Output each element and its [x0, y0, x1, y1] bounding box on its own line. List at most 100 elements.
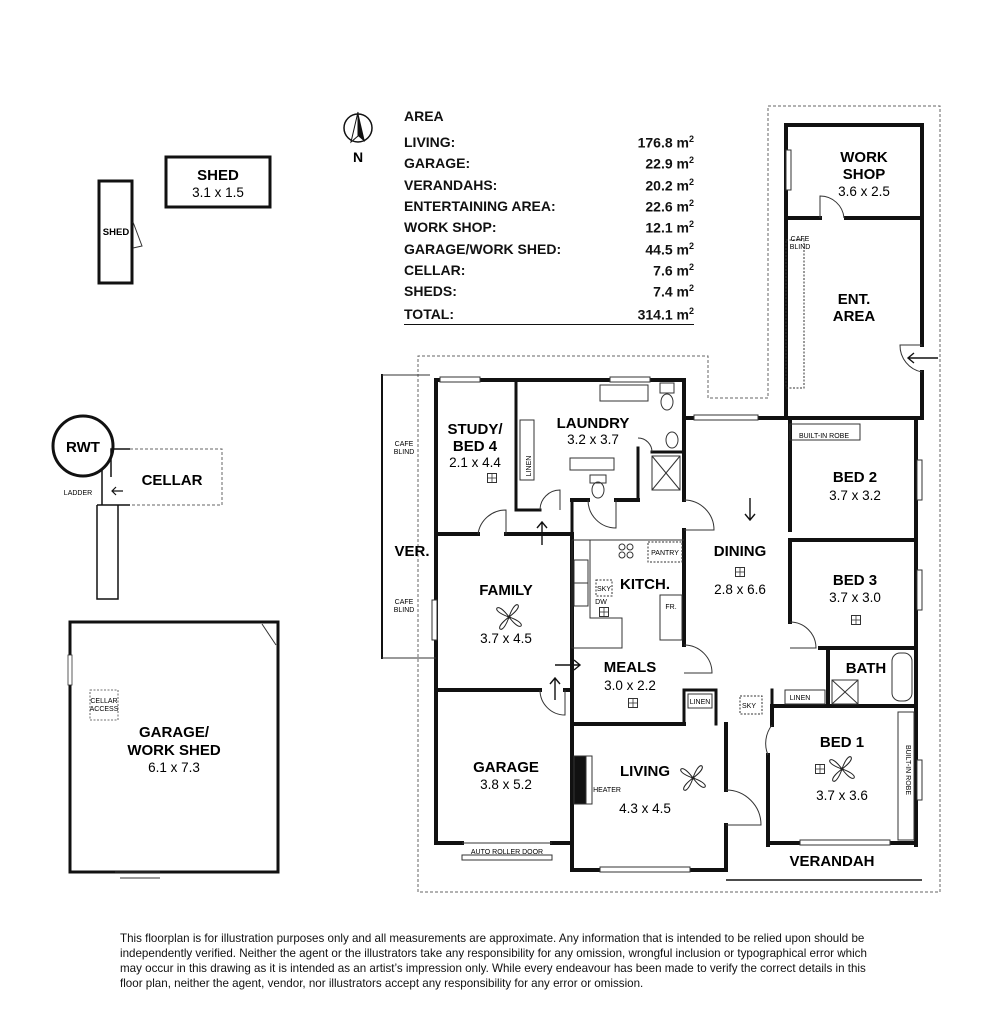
- laundry-linen-label: LINEN: [526, 456, 533, 477]
- family-dims: 3.7 x 4.5: [480, 631, 532, 646]
- entry-arrows: [536, 352, 938, 700]
- kitchen-label: KITCH.: [620, 576, 670, 593]
- study-dims: 2.1 x 4.4: [449, 455, 501, 470]
- north-label: N: [353, 149, 363, 165]
- light-icon: [628, 698, 638, 708]
- area-row-5-label: GARAGE/WORK SHED:: [404, 240, 562, 257]
- shed-2: SHED: [97, 179, 143, 285]
- bed1-label: BED 1: [820, 734, 864, 751]
- property-boundary: [130, 105, 941, 893]
- light-icon: [735, 567, 745, 577]
- fridge-label: FR.: [665, 604, 676, 611]
- shed-2-label: SHED: [103, 227, 130, 238]
- area-row-3-value: 22.6 m2: [645, 197, 694, 215]
- study-label-2: BED 4: [453, 438, 498, 455]
- cellar-label: CELLAR: [142, 472, 203, 489]
- rwt-label: RWT: [66, 439, 100, 456]
- bed2-label: BED 2: [833, 469, 877, 486]
- pantry-label: PANTRY: [651, 550, 679, 557]
- area-total-label: TOTAL:: [404, 306, 455, 322]
- bed1-robe-label: BUILT-IN ROBE: [904, 745, 911, 795]
- dishwasher-label: DW: [595, 599, 607, 606]
- room-labels: WORK SHOP 3.6 x 2.5 CAFE BLIND ENT. AREA…: [394, 149, 911, 870]
- area-row-4-label: WORK SHOP:: [404, 219, 497, 236]
- garage-work-shed-label-2: WORK SHED: [127, 742, 221, 759]
- ent-cafe-blind-2: BLIND: [790, 244, 811, 251]
- area-row-7-value: 7.4 m2: [653, 283, 694, 300]
- work-shop-dims: 3.6 x 2.5: [838, 184, 890, 199]
- ver-cafe-blind-3: CAFE: [395, 599, 414, 606]
- cellar: CELLAR LADDER: [64, 448, 203, 600]
- ladder-label: LADDER: [64, 490, 92, 497]
- light-icon: [599, 607, 609, 617]
- ver-cafe-blind-2: BLIND: [394, 449, 415, 456]
- area-row-5-value: 44.5 m2: [645, 240, 694, 258]
- laundry-dims: 3.2 x 3.7: [567, 432, 619, 447]
- area-row-2-label: VERANDAHS:: [404, 176, 498, 193]
- windows-and-fixtures: [382, 149, 923, 881]
- bed2-robe-label: BUILT-IN ROBE: [799, 433, 849, 440]
- ent-cafe-blind-1: CAFE: [791, 236, 810, 243]
- area-heading: AREA: [404, 108, 444, 124]
- meals-dims: 3.0 x 2.2: [604, 678, 656, 693]
- bed3-label: BED 3: [833, 572, 877, 589]
- shed-1: SHED 3.1 x 1.5: [164, 155, 272, 209]
- shed-1-label: SHED: [197, 167, 239, 184]
- area-row-4-value: 12.1 m2: [645, 219, 694, 236]
- ceiling-fan-icon: [680, 765, 706, 791]
- verandah-label: VERANDAH: [789, 853, 874, 870]
- light-icon: [851, 615, 861, 625]
- area-row-1-label: GARAGE:: [404, 155, 471, 172]
- ent-area-label-1: ENT.: [838, 291, 871, 308]
- work-shop-label-1: WORK: [840, 149, 888, 166]
- hall-linen-label: LINEN: [690, 699, 711, 706]
- garage-label: GARAGE: [473, 759, 539, 776]
- study-label-1: STUDY/: [447, 421, 503, 438]
- area-total-value: 314.1 m2: [637, 306, 694, 323]
- meals-label: MEALS: [604, 659, 657, 676]
- rainwater-tank: RWT: [51, 414, 115, 478]
- garage-work-shed: CELLAR ACCESS GARAGE/ WORK SHED 6.1 x 7.…: [67, 620, 280, 879]
- hall-sky-label: SKY: [742, 703, 756, 710]
- ceiling-fan-icon: [829, 756, 855, 782]
- light-icon: [487, 473, 497, 483]
- garage-work-shed-label-1: GARAGE/: [139, 724, 210, 741]
- area-row-2-value: 20.2 m2: [645, 176, 694, 194]
- laundry-label: LAUNDRY: [557, 415, 630, 432]
- heater-label: HEATER: [593, 787, 621, 794]
- shed-1-dims: 3.1 x 1.5: [192, 185, 244, 200]
- bed3-dims: 3.7 x 3.0: [829, 590, 881, 605]
- ver-cafe-blind-1: CAFE: [395, 441, 414, 448]
- north-compass: N: [343, 111, 373, 165]
- area-total-rule: [404, 324, 694, 325]
- ent-area-label-2: AREA: [833, 308, 876, 325]
- ver-cafe-blind-4: BLIND: [394, 607, 415, 614]
- bed1-dims: 3.7 x 3.6: [816, 788, 868, 803]
- area-row-0-value: 176.8 m2: [637, 134, 694, 151]
- dining-dims: 2.8 x 6.6: [714, 582, 766, 597]
- garage-work-shed-dims: 6.1 x 7.3: [148, 760, 200, 775]
- area-row-3-label: ENTERTAINING AREA:: [404, 197, 556, 214]
- ver-label: VER.: [394, 543, 429, 560]
- light-icon: [815, 764, 825, 774]
- kitchen-sky-label: SKY: [597, 586, 611, 593]
- cellar-access-label-2: ACCESS: [90, 706, 119, 713]
- ceiling-fan-icon: [496, 604, 522, 630]
- roller-door-label: AUTO ROLLER DOOR: [471, 849, 543, 856]
- family-label: FAMILY: [479, 582, 533, 599]
- bath-label: BATH: [846, 660, 887, 677]
- dining-label: DINING: [714, 543, 767, 560]
- area-row-6-label: CELLAR:: [404, 261, 466, 278]
- garage-dims: 3.8 x 5.2: [480, 777, 532, 792]
- cellar-access-label-1: CELLAR: [90, 698, 117, 705]
- bed2-dims: 3.7 x 3.2: [829, 488, 881, 503]
- area-row-6-value: 7.6 m2: [653, 261, 694, 279]
- area-row-7-label: SHEDS:: [404, 283, 457, 300]
- work-shop-label-2: SHOP: [843, 166, 886, 183]
- bath-linen-label: LINEN: [790, 695, 811, 702]
- disclaimer-text: This floorplan is for illustration purpo…: [120, 932, 867, 990]
- area-row-0-label: LIVING:: [404, 134, 456, 150]
- living-dims: 4.3 x 4.5: [619, 801, 671, 816]
- area-row-1-value: 22.9 m2: [645, 155, 694, 172]
